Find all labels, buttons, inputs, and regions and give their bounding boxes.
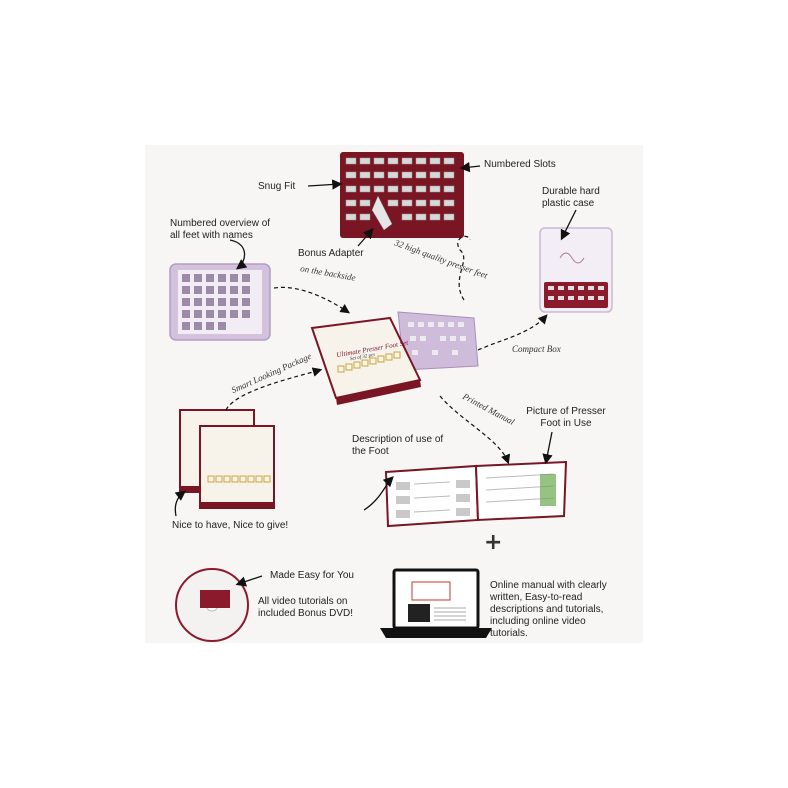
- numbered-overview-label: Numbered overview of all feet with names: [170, 218, 271, 241]
- description-use-label: Description of use of the Foot: [352, 434, 444, 457]
- durable-case-label: Durable hard plastic case: [542, 186, 600, 209]
- laptop-online-manual: [380, 568, 492, 638]
- bonus-adapter-label: Bonus Adapter: [298, 248, 364, 259]
- made-easy-label: Made Easy for You: [270, 570, 354, 581]
- printed-manual-booklet: [384, 460, 568, 528]
- main-product-box: [310, 311, 479, 405]
- picture-presser-label: Picture of Presser Foot in Use: [526, 406, 606, 429]
- callout-arrows: [174, 161, 577, 587]
- clear-plastic-case: [539, 227, 613, 313]
- gift-package: [179, 409, 275, 509]
- numbered-slots-label: Numbered Slots: [484, 159, 556, 170]
- plus-sign: +: [484, 530, 503, 555]
- video-tutorials-label: All video tutorials on included Bonus DV…: [258, 596, 354, 619]
- presser-foot-tray: [340, 152, 464, 238]
- bonus-dvd: [175, 568, 249, 642]
- overview-case-backside: [169, 263, 271, 341]
- online-manual-label: Online manual with clearly written, Easy…: [490, 580, 607, 639]
- nice-to-have-label: Nice to have, Nice to give!: [172, 520, 289, 531]
- compact-box-script: Compact Box: [512, 344, 561, 354]
- dashed-connectors: [225, 235, 548, 465]
- snug-fit-label: Snug Fit: [258, 181, 296, 192]
